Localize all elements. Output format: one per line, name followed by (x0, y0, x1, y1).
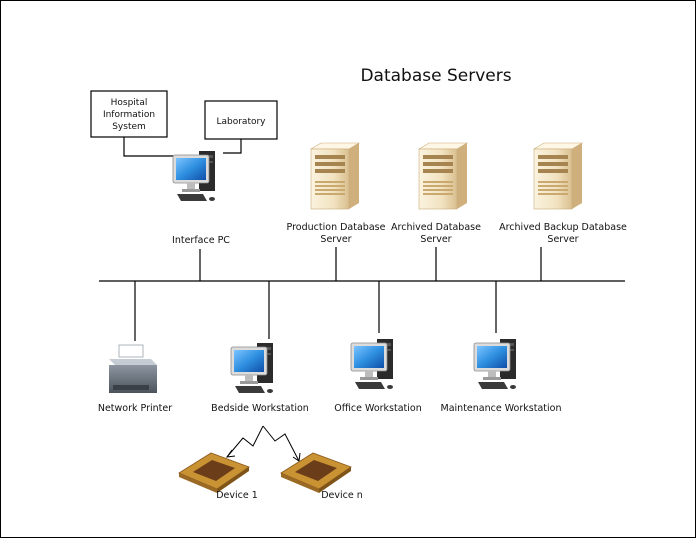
archived-server-label-line2: Server (420, 234, 451, 245)
box-connectors (123, 137, 242, 157)
network-printer-label: Network Printer (98, 403, 172, 414)
bedside-monitor-icon (230, 342, 274, 394)
maintenance-workstation-label: Maintenance Workstation (441, 403, 562, 414)
lab-label: Laboratory (216, 117, 266, 127)
archived-server-icon (418, 142, 468, 210)
backup-server-icon (533, 142, 583, 210)
production-server-label-line2: Server (320, 234, 351, 245)
production-server-icon (310, 142, 360, 210)
device-1-chip-icon (178, 452, 250, 494)
backup-server-label-line2: Server (547, 234, 578, 245)
lab-box: Laboratory (204, 100, 278, 140)
his-box: Hospital Information System (90, 90, 168, 138)
device-n-label: Device n (321, 490, 363, 501)
maintenance-monitor-icon (473, 338, 517, 390)
office-monitor-icon (350, 338, 394, 390)
network-bus (99, 247, 625, 341)
office-workstation-label: Office Workstation (334, 403, 422, 414)
printer-icon (109, 344, 157, 393)
device-n-chip-icon (280, 452, 352, 494)
interface-pc-monitor-icon (172, 150, 216, 202)
backup-server-label-line1: Archived Backup Database (499, 222, 627, 233)
device-1-label: Device 1 (216, 490, 258, 501)
diagram-title: Database Servers (360, 66, 511, 86)
production-server-label-line1: Production Database (287, 222, 386, 233)
lightning-icon (225, 425, 301, 462)
interface-pc-label: Interface PC (172, 235, 230, 246)
his-label-line3: System (112, 122, 146, 132)
archived-server-label-line1: Archived Database (391, 222, 481, 233)
his-label-line1: Hospital (111, 98, 148, 108)
his-label-line2: Information (103, 110, 155, 120)
bedside-workstation-label: Bedside Workstation (211, 403, 309, 414)
